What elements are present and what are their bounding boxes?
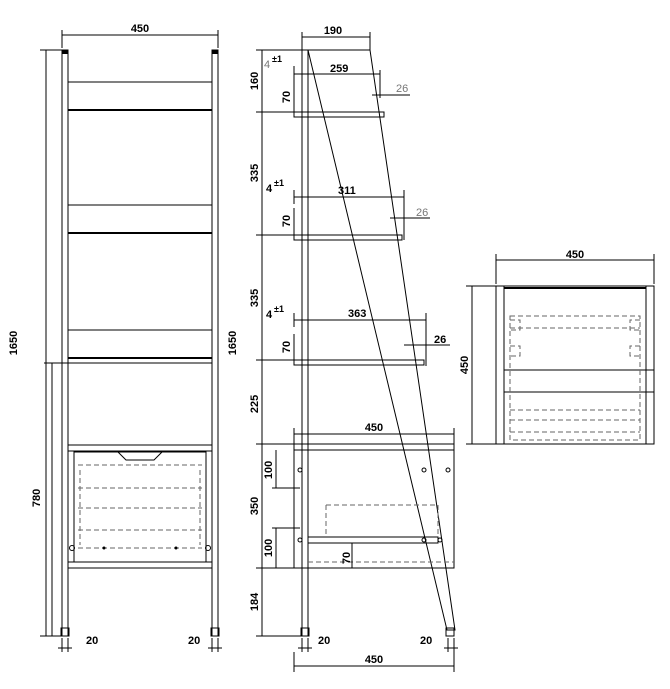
base-depth-label: 450	[365, 654, 383, 666]
side-drawer-label: 350	[249, 497, 261, 515]
top-view: 450 450	[459, 249, 655, 445]
shelf-2-length-label: 311	[338, 185, 356, 197]
bracket-2-label: 70	[281, 215, 293, 227]
tolerance-3-sup: ±1	[274, 304, 284, 314]
tolerance-3-label: 4	[266, 309, 273, 321]
front-leg-right-label: 20	[188, 635, 200, 647]
front-leg-left-label: 20	[86, 635, 98, 647]
tolerance-1-sup: ±1	[272, 54, 282, 64]
side-drawer-top-label: 100	[263, 461, 275, 479]
front-drawer-height-label: 780	[31, 489, 43, 507]
lip-3-label: 26	[434, 334, 446, 346]
side-drawer-bottom-label: 100	[263, 539, 275, 557]
lip-1-label: 26	[396, 83, 408, 95]
top-depth-label: 450	[459, 356, 471, 374]
tolerance-2-label: 4	[266, 183, 273, 195]
front-view: 450 1650	[8, 23, 222, 652]
side-bottom-label: 184	[249, 592, 261, 611]
bracket-4-label: 70	[341, 552, 353, 564]
side-gap-1-label: 160	[249, 72, 261, 90]
bracket-1-label: 70	[281, 91, 293, 103]
shelf-1-length-label: 259	[330, 63, 348, 75]
side-gap-4-label: 225	[249, 395, 261, 413]
front-width-label: 450	[131, 23, 149, 35]
side-leg-right-label: 20	[420, 635, 432, 647]
side-leg-left-label: 20	[318, 635, 330, 647]
lip-2-label: 26	[416, 207, 428, 219]
side-gap-2-label: 335	[249, 164, 261, 182]
shelf-3-length-label: 363	[348, 308, 366, 320]
tolerance-2-sup: ±1	[274, 178, 284, 188]
top-width-label: 450	[566, 249, 584, 261]
side-view: 190 160	[227, 25, 458, 672]
bracket-3-label: 70	[281, 341, 293, 353]
side-gap-3-label: 335	[249, 289, 261, 307]
drawer-depth-label: 450	[365, 422, 383, 434]
front-height-label: 1650	[8, 331, 20, 355]
side-depth-label: 190	[324, 25, 342, 37]
tolerance-1-label: 4	[264, 59, 270, 71]
side-total-height-label: 1650	[227, 331, 239, 355]
